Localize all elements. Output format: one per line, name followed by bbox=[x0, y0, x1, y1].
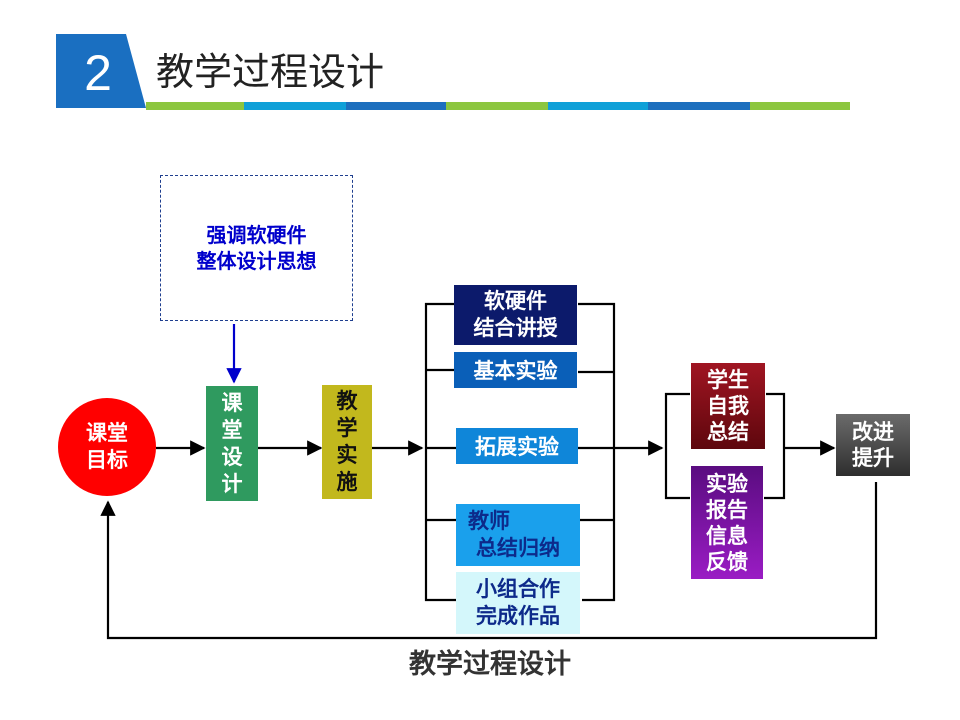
header-stripe-5 bbox=[548, 102, 648, 110]
node-improve: 改进 提升 bbox=[836, 414, 910, 476]
node-extended-experiment-text: 拓展实验 bbox=[475, 435, 559, 459]
bracket-feedback-left bbox=[664, 392, 690, 500]
node-basic-experiment: 基本实验 bbox=[454, 352, 577, 388]
node-student-self-summary: 学生 自我 总结 bbox=[691, 363, 765, 449]
node-report-feedback-line1: 实验 bbox=[706, 471, 748, 496]
header-stripe-6 bbox=[648, 102, 750, 110]
design-note-box: 强调软硬件 整体设计思想 bbox=[160, 175, 353, 321]
node-group-work-line1: 小组合作 bbox=[476, 577, 560, 601]
header-stripe-4 bbox=[446, 102, 548, 110]
node-group-work-line2: 完成作品 bbox=[476, 604, 560, 628]
node-teaching-implementation-text: 教学实施 bbox=[336, 389, 358, 494]
node-classroom-goal: 课堂 目标 bbox=[58, 398, 156, 496]
node-basic-experiment-text: 基本实验 bbox=[473, 359, 558, 383]
node-report-feedback-line4: 反馈 bbox=[706, 549, 748, 574]
header-stripe-1 bbox=[146, 102, 244, 110]
design-note-line1: 强调软硬件 bbox=[206, 223, 307, 247]
bracket-left bbox=[424, 302, 456, 602]
node-report-feedback-line2: 报告 bbox=[706, 497, 748, 522]
page-title: 教学过程设计 bbox=[156, 50, 385, 94]
section-number-badge-shape bbox=[56, 34, 146, 108]
bracket-right bbox=[578, 302, 616, 602]
node-improve-line1: 改进 bbox=[852, 420, 894, 444]
node-extended-experiment: 拓展实验 bbox=[456, 428, 578, 464]
node-group-work: 小组合作 完成作品 bbox=[456, 572, 580, 634]
node-lecture: 软硬件 结合讲授 bbox=[454, 285, 577, 345]
header-stripe-3 bbox=[346, 102, 446, 110]
node-report-feedback: 实验 报告 信息 反馈 bbox=[691, 466, 763, 579]
loop-back-line bbox=[100, 482, 878, 640]
node-classroom-design: 课堂设计 bbox=[206, 386, 258, 501]
node-lecture-line1: 软硬件 bbox=[484, 289, 547, 313]
node-report-feedback-line3: 信息 bbox=[706, 523, 748, 548]
design-note-line2: 整体设计思想 bbox=[196, 249, 317, 273]
section-number: 2 bbox=[84, 45, 112, 101]
header-stripe-7 bbox=[750, 102, 850, 110]
node-teacher-summary: 教师 总结归纳 bbox=[456, 504, 580, 566]
node-classroom-goal-line1: 课堂 bbox=[86, 421, 128, 445]
node-teacher-summary-line2: 总结归纳 bbox=[476, 536, 560, 560]
bracket-feedback-right bbox=[764, 392, 786, 500]
node-classroom-design-text: 课堂设计 bbox=[221, 390, 243, 496]
node-student-self-summary-line2: 自我 bbox=[707, 394, 749, 418]
diagram-caption: 教学过程设计 bbox=[409, 649, 571, 680]
node-teacher-summary-line1: 教师 bbox=[468, 509, 510, 533]
node-student-self-summary-line3: 总结 bbox=[707, 420, 749, 444]
header-stripe-2 bbox=[244, 102, 346, 110]
node-student-self-summary-line1: 学生 bbox=[707, 368, 749, 392]
node-improve-line2: 提升 bbox=[852, 446, 894, 470]
node-classroom-goal-line2: 目标 bbox=[86, 448, 128, 472]
node-lecture-line2: 结合讲授 bbox=[473, 316, 558, 340]
section-number-badge bbox=[56, 34, 146, 108]
node-teaching-implementation: 教学实施 bbox=[322, 385, 372, 499]
